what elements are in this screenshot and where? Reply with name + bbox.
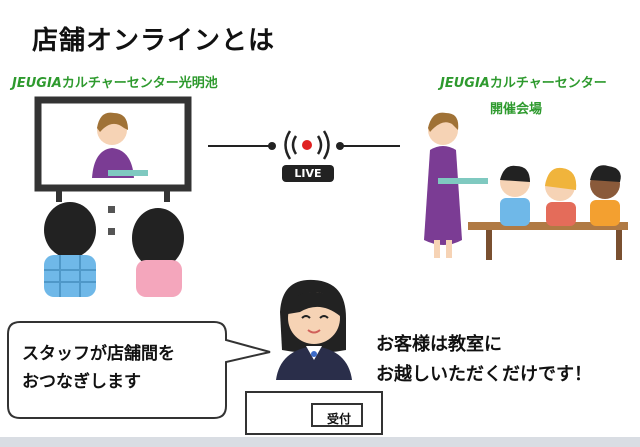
right-store-label: JEUGIAカルチャーセンター bbox=[440, 72, 607, 91]
bubble-line-2: おつなぎします bbox=[22, 372, 141, 392]
speech-bubble bbox=[7, 321, 271, 419]
viewer-boy bbox=[44, 202, 96, 297]
reception-sign: 受付 bbox=[327, 412, 352, 426]
live-dot-icon bbox=[302, 140, 312, 150]
bottom-bar bbox=[0, 437, 640, 447]
page-title: 店舗オンラインとは bbox=[32, 26, 276, 56]
reception-desk bbox=[245, 391, 383, 435]
tv-screen bbox=[34, 96, 192, 202]
left-store-brand: JEUGIA bbox=[12, 76, 62, 91]
bubble-line-1: スタッフが店舗間を bbox=[22, 344, 175, 364]
left-store-name: カルチャーセンター光明池 bbox=[61, 76, 218, 91]
right-store-sub: 開催会場 bbox=[490, 102, 543, 117]
viewer-girl bbox=[132, 208, 184, 297]
students-group bbox=[468, 165, 628, 260]
live-connection bbox=[208, 130, 400, 182]
right-store-brand: JEUGIA bbox=[440, 76, 490, 91]
live-label: LIVE bbox=[294, 167, 322, 180]
right-store-name: カルチャーセンター bbox=[489, 76, 607, 91]
guest-message-line-1: お客様は教室に bbox=[376, 334, 502, 355]
teacher-figure bbox=[424, 112, 488, 258]
guest-message: お客様は教室に お越しいただくだけです！ bbox=[376, 330, 592, 390]
receptionist-figure bbox=[276, 279, 352, 380]
bubble-text: スタッフが店舗間を おつなぎします bbox=[22, 340, 175, 396]
left-store-label: JEUGIAカルチャーセンター光明池 bbox=[12, 72, 218, 91]
guest-message-line-2: お越しいただくだけです！ bbox=[376, 364, 592, 385]
